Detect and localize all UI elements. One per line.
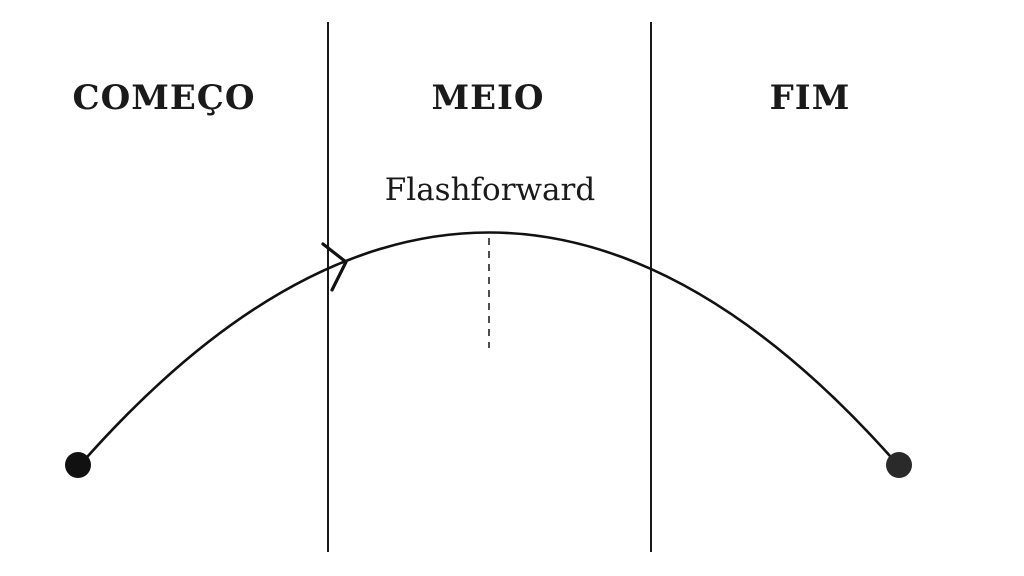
- divider-middle-end: [650, 22, 652, 552]
- section-label-middle: MEIO: [431, 78, 545, 118]
- story-arc-curve: [79, 231, 899, 466]
- section-label-end: FIM: [769, 78, 851, 118]
- flashforward-label: Flashforward: [384, 172, 596, 208]
- divider-start-middle: [327, 22, 329, 552]
- end-point-icon: [886, 452, 912, 478]
- section-label-start: COMEÇO: [72, 78, 256, 118]
- direction-arrow-icon: [321, 242, 348, 292]
- start-point-icon: [65, 452, 91, 478]
